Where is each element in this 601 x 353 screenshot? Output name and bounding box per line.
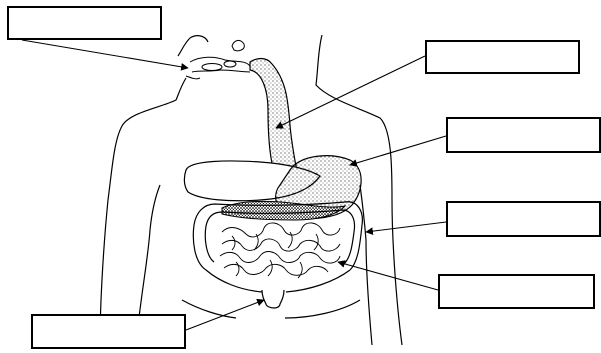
- label-box-esophagus[interactable]: [425, 40, 580, 74]
- small-intestine: [220, 223, 340, 278]
- pointer-small-intestine: [338, 262, 438, 290]
- pointer-rectum: [186, 300, 264, 330]
- label-box-rectum[interactable]: [31, 314, 186, 349]
- label-box-mouth[interactable]: [7, 6, 162, 40]
- label-box-large-intestine[interactable]: [446, 201, 601, 237]
- pointer-mouth: [22, 40, 188, 68]
- pointer-esophagus: [276, 56, 425, 128]
- pointer-stomach: [350, 136, 446, 165]
- label-box-stomach[interactable]: [446, 117, 601, 153]
- rectum: [262, 290, 284, 308]
- pointer-large-intestine: [366, 222, 446, 232]
- mouth-cavity: [186, 40, 250, 78]
- label-box-small-intestine[interactable]: [438, 274, 595, 309]
